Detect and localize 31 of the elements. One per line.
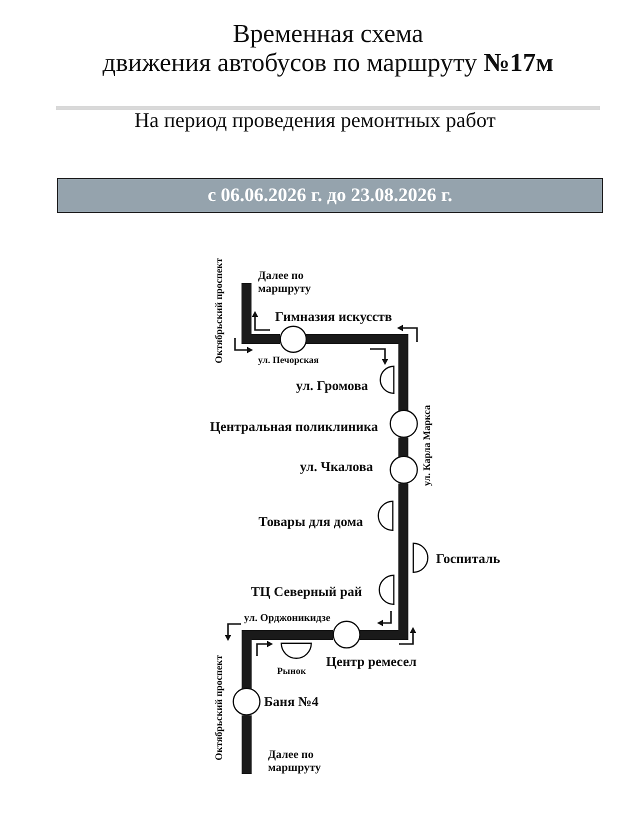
stop-circle <box>388 455 418 485</box>
subtitle: На период проведения ремонтных работ <box>134 108 496 132</box>
route-line <box>398 438 408 456</box>
stop-name: Рынок <box>277 667 306 678</box>
stop-circle <box>232 687 262 717</box>
title: Временная схема движения автобусов по маршруту №17м <box>102 19 554 77</box>
stop-name: ул. Громова <box>296 378 368 393</box>
stop-name: Гимназия искусств <box>275 309 392 324</box>
stop-name: ул. Чкалова <box>300 459 373 474</box>
stop-name: Центр ремесел <box>326 654 417 669</box>
street-name: ул. Орджоникидзе <box>244 613 330 625</box>
street-name: Октябрьский проспект <box>214 258 226 364</box>
stop-name: Госпиталь <box>436 551 500 566</box>
route-line <box>242 715 252 774</box>
stop-name: Товары для дома <box>258 514 363 529</box>
date-range: с 06.06.2026 г. до 23.08.2026 г. <box>208 185 452 207</box>
stop-circle <box>332 620 361 650</box>
continuation-note: Далее по маршруту <box>258 270 312 295</box>
route-line <box>242 630 333 689</box>
stop-name: ТЦ Северный рай <box>250 584 362 599</box>
stop-name: Баня №4 <box>264 694 318 709</box>
street-name: ул. Печорская <box>258 356 319 367</box>
street-name: ул. Карла Маркса <box>422 405 434 486</box>
continuation-note: Далее по маршруту <box>268 749 322 774</box>
stop-circle <box>278 324 308 354</box>
street-name: Октябрьский проспект <box>214 655 226 760</box>
route-line <box>306 334 408 410</box>
route-line <box>242 283 280 344</box>
stop-circle <box>388 409 418 439</box>
stop-name: Центральная поликлиника <box>210 419 378 434</box>
date-banner <box>57 178 603 213</box>
